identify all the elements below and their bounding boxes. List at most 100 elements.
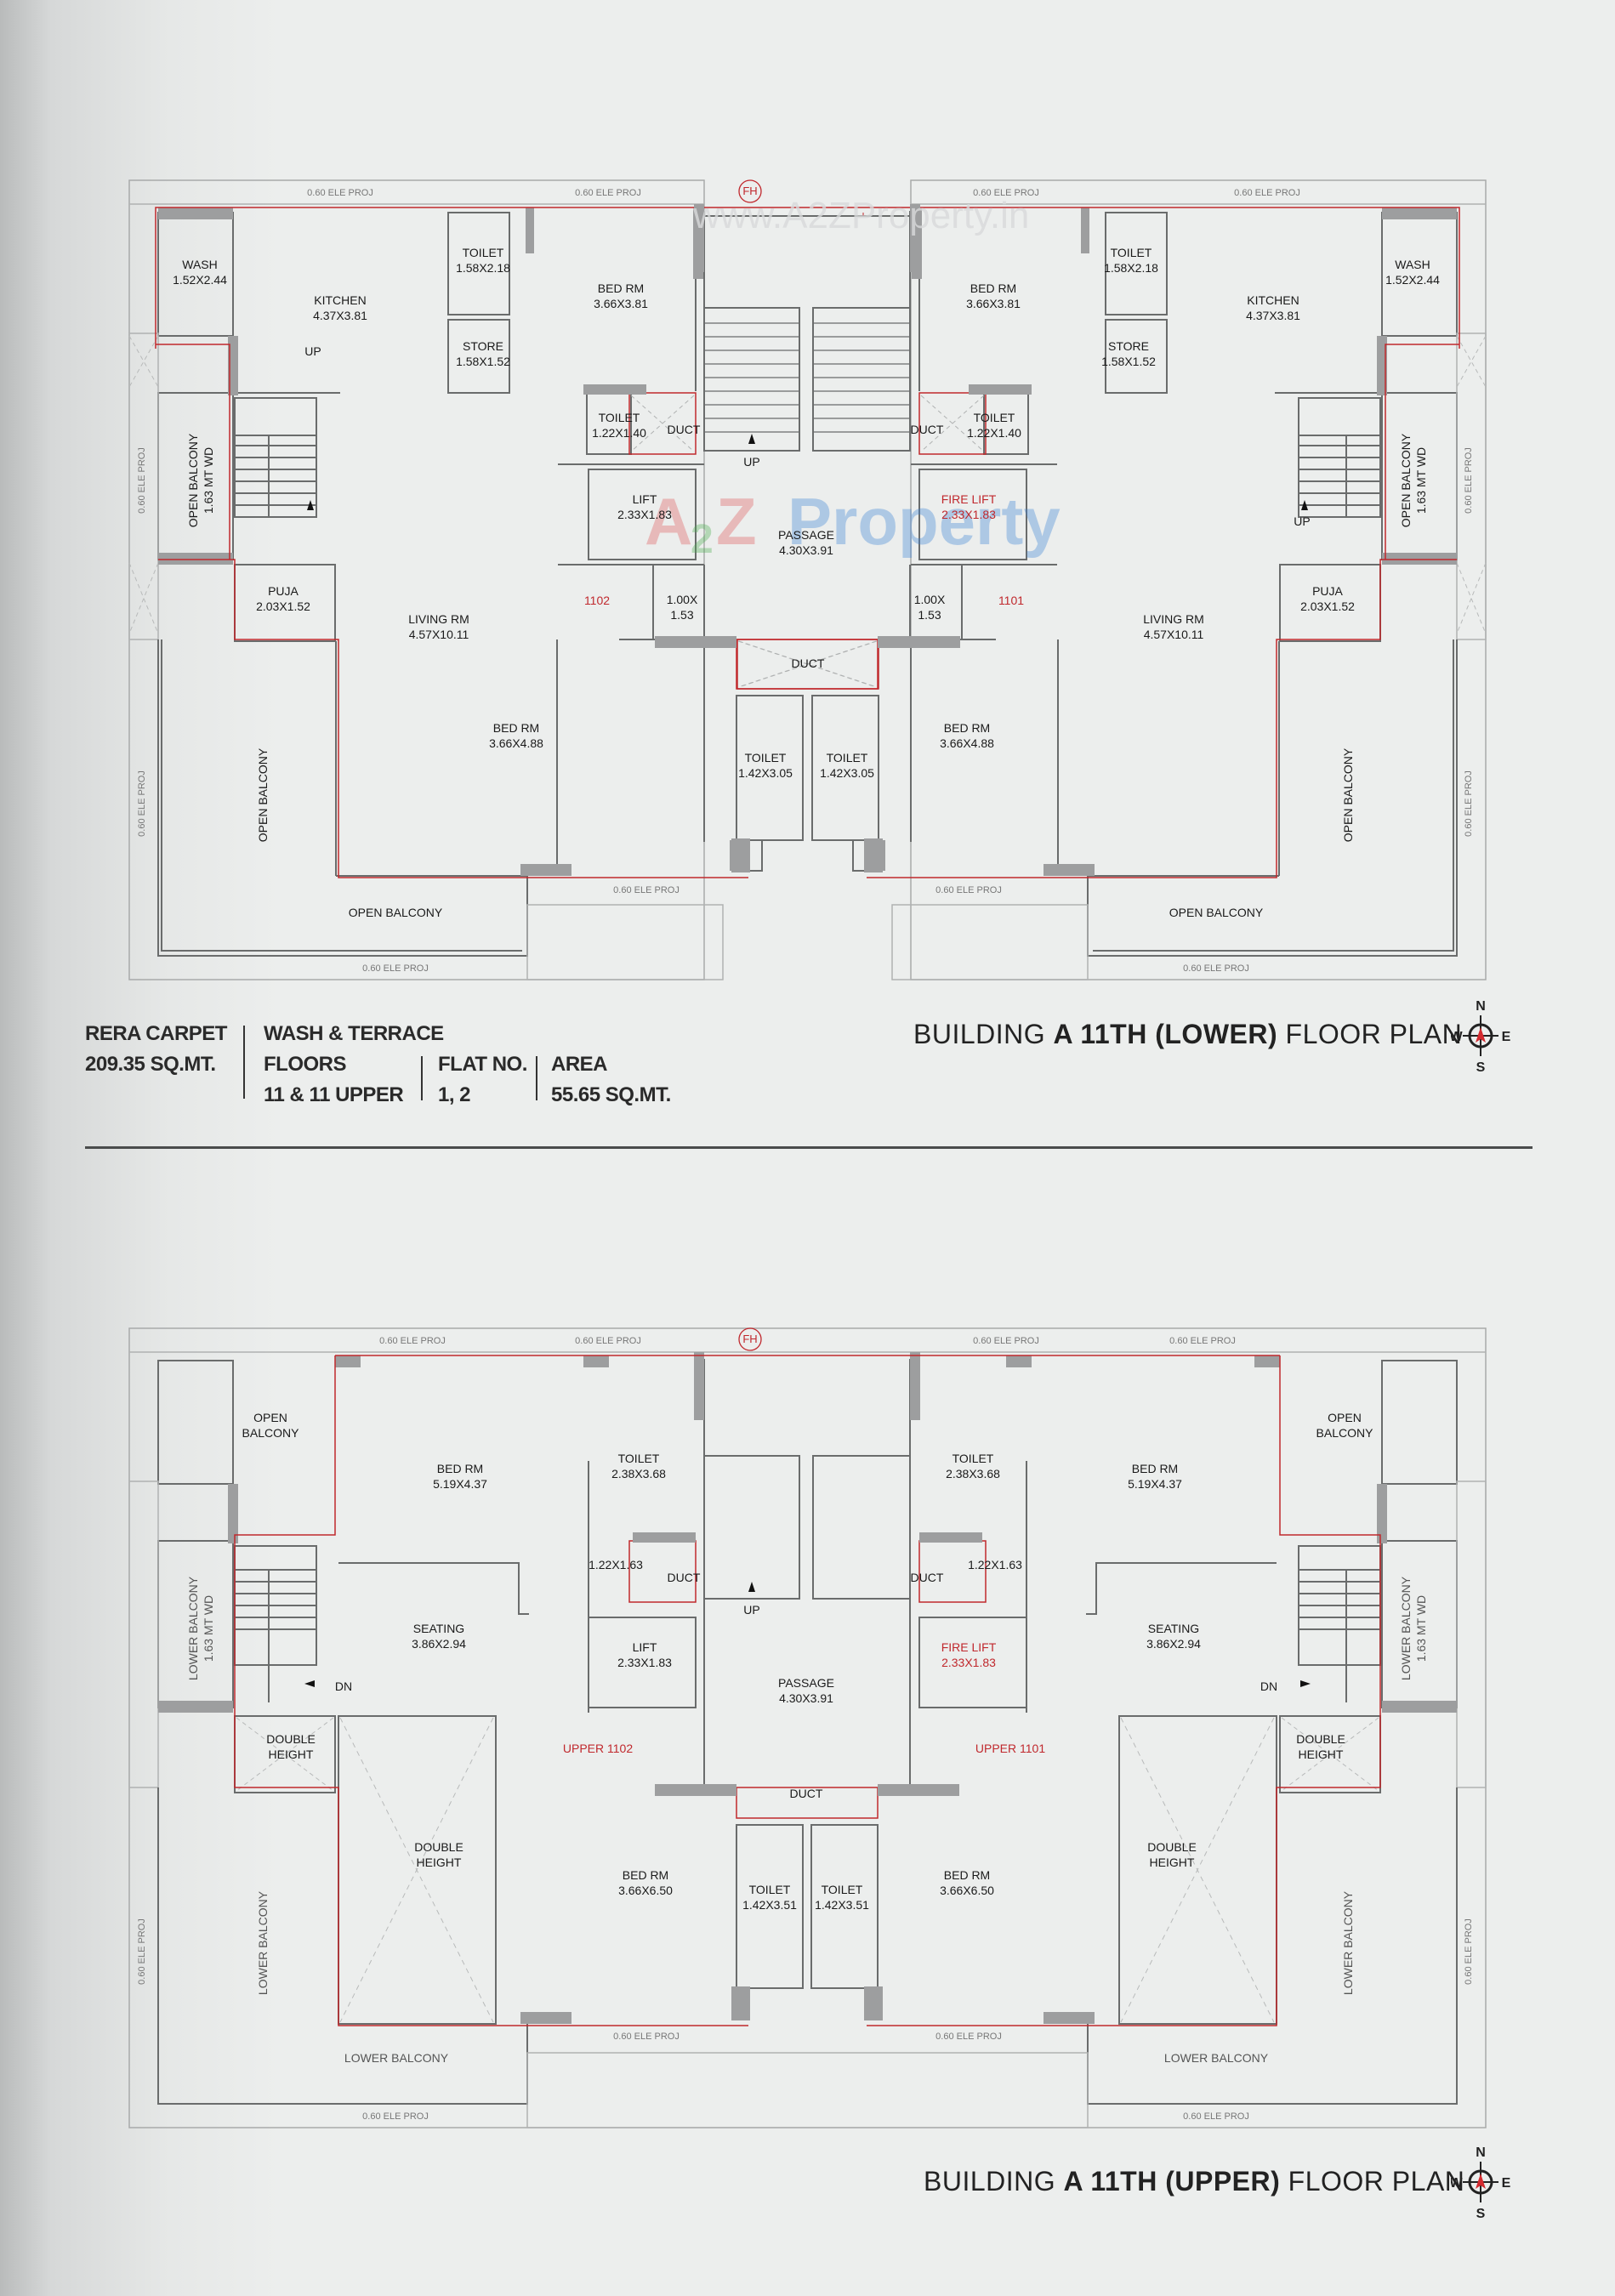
area-label: AREA (551, 1053, 608, 1076)
compass-icon: N S W E (1451, 2145, 1510, 2219)
svg-text:4.30X3.91: 4.30X3.91 (779, 1691, 833, 1705)
floors-label: FLOORS (264, 1053, 346, 1076)
svg-text:DOUBLE: DOUBLE (1296, 1732, 1345, 1746)
compass-icon: N S W E (1451, 999, 1510, 1073)
svg-text:3.86X2.94: 3.86X2.94 (412, 1637, 466, 1651)
flat-number-info: FLAT NO. 1, 2 (438, 1049, 527, 1111)
svg-text:BALCONY: BALCONY (242, 1426, 300, 1440)
svg-text:1.52X2.44: 1.52X2.44 (1385, 273, 1440, 287)
svg-text:OPEN BALCONY: OPEN BALCONY (1169, 906, 1264, 919)
svg-text:0.60 ELE PROJ: 0.60 ELE PROJ (973, 1336, 1039, 1346)
svg-text:TOILET: TOILET (618, 1452, 660, 1465)
svg-text:S: S (1476, 2207, 1486, 2219)
svg-text:3.66X3.81: 3.66X3.81 (966, 297, 1021, 310)
svg-text:1.42X3.51: 1.42X3.51 (815, 1898, 869, 1912)
svg-text:0.60 ELE PROJ: 0.60 ELE PROJ (137, 1918, 147, 1985)
svg-text:4.37X3.81: 4.37X3.81 (1246, 309, 1300, 322)
svg-text:Property: Property (788, 484, 1061, 559)
svg-text:Z: Z (716, 484, 757, 559)
svg-text:0.60 ELE PROJ: 0.60 ELE PROJ (362, 2111, 429, 2122)
svg-text:1.58X1.52: 1.58X1.52 (456, 355, 510, 368)
stair-up-arrow-icon (307, 500, 314, 510)
svg-text:W: W (1451, 1030, 1463, 1044)
svg-text:FIRE LIFT: FIRE LIFT (941, 492, 997, 506)
svg-text:TOILET: TOILET (827, 751, 868, 764)
svg-text:5.19X4.37: 5.19X4.37 (1128, 1477, 1182, 1491)
svg-text:FIRE LIFT: FIRE LIFT (941, 1640, 997, 1654)
svg-text:LIFT: LIFT (633, 492, 657, 506)
svg-text:HEIGHT: HEIGHT (1299, 1748, 1344, 1761)
area-info: AREA 55.65 SQ.MT. (551, 1049, 671, 1111)
svg-text:WASH: WASH (1395, 258, 1430, 271)
svg-text:LOWER BALCONY: LOWER BALCONY (344, 2051, 449, 2065)
svg-text:UP: UP (1294, 514, 1310, 528)
svg-text:DN: DN (1260, 1679, 1277, 1693)
svg-text:DN: DN (335, 1679, 352, 1693)
svg-text:TOILET: TOILET (1111, 246, 1152, 259)
svg-text:OPEN: OPEN (1328, 1411, 1362, 1424)
rera-carpet-value: 209.35 SQ.MT. (85, 1053, 216, 1076)
svg-text:DUCT: DUCT (911, 423, 944, 436)
flat-number-label: FLAT NO. (438, 1053, 527, 1076)
svg-text:LOWER BALCONY: LOWER BALCONY (1341, 1890, 1355, 1995)
svg-text:2.33X1.83: 2.33X1.83 (941, 508, 996, 521)
svg-text:0.60 ELE PROJ: 0.60 ELE PROJ (379, 1336, 446, 1346)
svg-text:FH: FH (742, 1333, 757, 1345)
svg-text:N: N (1476, 999, 1486, 1014)
rera-carpet-label: RERA CARPET (85, 1022, 227, 1045)
svg-text:1102: 1102 (584, 594, 610, 607)
svg-text:PASSAGE: PASSAGE (778, 1676, 834, 1690)
svg-text:1.63 MT WD: 1.63 MT WD (202, 447, 215, 514)
stair-down-arrow-icon (304, 1680, 315, 1687)
upper-floor-plan (128, 1327, 1487, 2128)
stair-up-arrow-icon (1301, 500, 1308, 510)
svg-text:2.33X1.83: 2.33X1.83 (617, 508, 672, 521)
svg-text:1.22X1.63: 1.22X1.63 (589, 1558, 643, 1571)
svg-text:BED RM: BED RM (970, 281, 1016, 295)
svg-text:BED RM: BED RM (493, 721, 539, 735)
stair-up-arrow-icon (748, 1582, 755, 1592)
svg-text:HEIGHT: HEIGHT (269, 1748, 314, 1761)
svg-text:1.00X: 1.00X (667, 593, 698, 606)
svg-text:5.19X4.37: 5.19X4.37 (433, 1477, 487, 1491)
svg-text:UP: UP (304, 344, 321, 358)
info-divider (243, 1026, 245, 1099)
svg-text:1.42X3.05: 1.42X3.05 (738, 766, 793, 780)
svg-text:KITCHEN: KITCHEN (1247, 293, 1299, 307)
svg-text:0.60 ELE PROJ: 0.60 ELE PROJ (1169, 1336, 1236, 1346)
svg-text:TOILET: TOILET (463, 246, 504, 259)
lower-plan-title: BUILDING A 11TH (LOWER) FLOOR PLAN (913, 1019, 1463, 1049)
svg-text:LIFT: LIFT (633, 1640, 657, 1654)
rera-carpet-info: RERA CARPET 209.35 SQ.MT. (85, 1019, 227, 1080)
svg-text:BED RM: BED RM (1132, 1462, 1178, 1475)
svg-text:UP: UP (743, 455, 759, 469)
svg-text:BED RM: BED RM (598, 281, 644, 295)
svg-text:BED RM: BED RM (437, 1462, 483, 1475)
svg-text:FH: FH (742, 185, 757, 197)
svg-text:0.60 ELE PROJ: 0.60 ELE PROJ (1464, 447, 1474, 514)
svg-text:TOILET: TOILET (822, 1883, 863, 1896)
svg-text:1.22X1.63: 1.22X1.63 (968, 1558, 1022, 1571)
svg-text:OPEN BALCONY: OPEN BALCONY (1399, 433, 1413, 527)
svg-text:3.66X6.50: 3.66X6.50 (618, 1884, 673, 1897)
svg-text:DUCT: DUCT (911, 1571, 944, 1584)
svg-text:1.63 MT WD: 1.63 MT WD (1414, 1595, 1428, 1662)
svg-text:WASH: WASH (182, 258, 217, 271)
svg-text:DUCT: DUCT (668, 423, 701, 436)
watermark-logo: A 2 Z Property (645, 484, 1061, 562)
svg-text:0.60 ELE PROJ: 0.60 ELE PROJ (935, 2032, 1002, 2042)
svg-text:2.33X1.83: 2.33X1.83 (617, 1656, 672, 1669)
svg-text:BED RM: BED RM (944, 1868, 990, 1882)
svg-text:4.30X3.91: 4.30X3.91 (779, 543, 833, 557)
svg-text:BED RM: BED RM (623, 1868, 668, 1882)
svg-text:2.03X1.52: 2.03X1.52 (256, 600, 310, 613)
svg-text:3.66X6.50: 3.66X6.50 (940, 1884, 994, 1897)
svg-text:PUJA: PUJA (268, 584, 299, 598)
svg-text:0.60 ELE PROJ: 0.60 ELE PROJ (137, 447, 147, 514)
svg-text:3.66X4.88: 3.66X4.88 (489, 736, 543, 750)
svg-text:4.57X10.11: 4.57X10.11 (1144, 628, 1204, 641)
svg-text:2: 2 (691, 517, 714, 562)
wash-terrace-label: WASH & TERRACE (264, 1022, 444, 1045)
svg-text:1.42X3.05: 1.42X3.05 (820, 766, 874, 780)
